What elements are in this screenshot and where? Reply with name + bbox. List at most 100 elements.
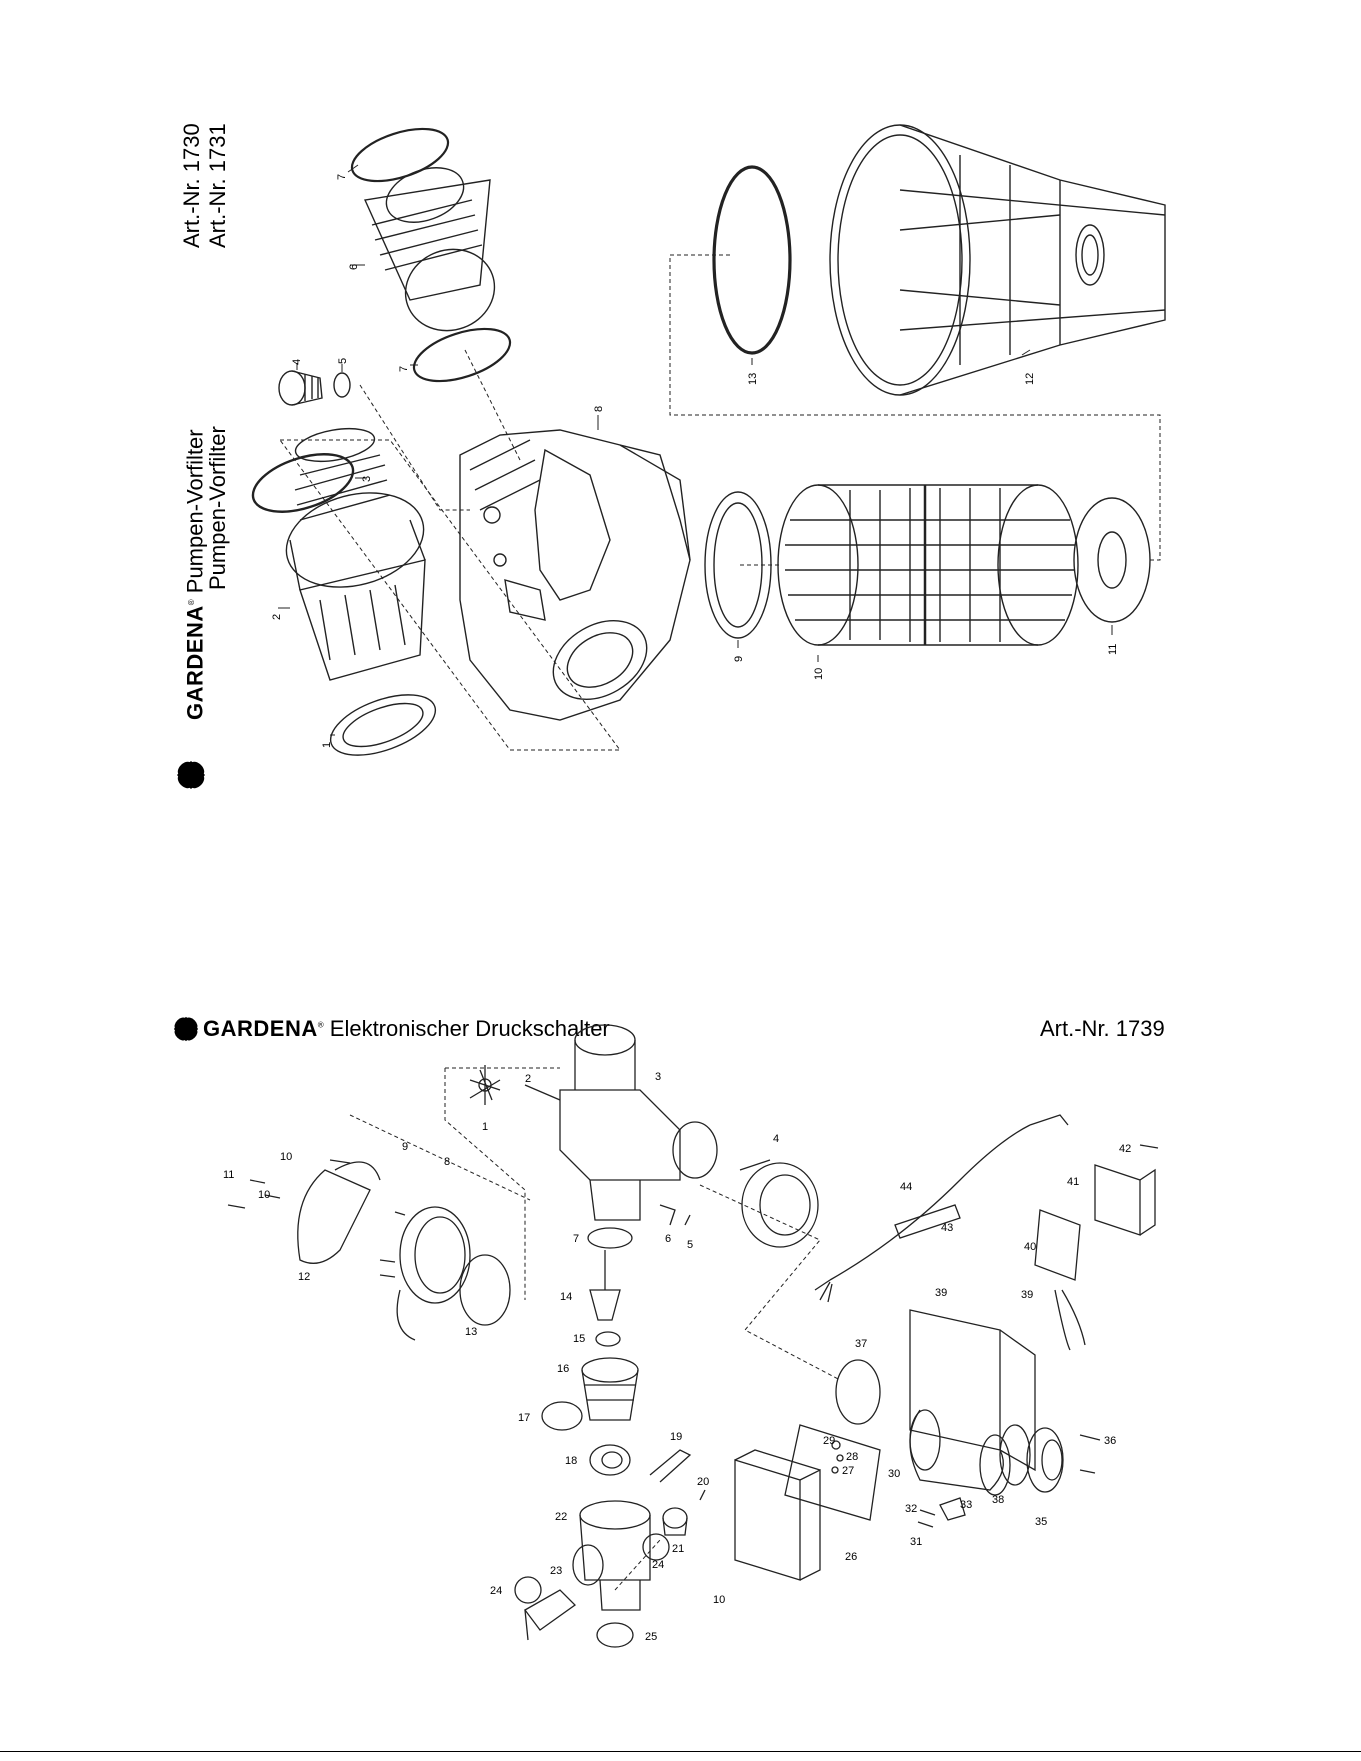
part-25-oring — [597, 1623, 633, 1647]
part-13-disc — [460, 1255, 510, 1325]
part-11-disc — [1074, 498, 1150, 622]
part-24-disc-a — [515, 1577, 541, 1603]
part-38-oring — [1000, 1425, 1030, 1485]
label-37: 37 — [855, 1338, 867, 1350]
label-1: 1 — [321, 742, 333, 748]
label-40: 40 — [1024, 1241, 1036, 1253]
part-22-body — [573, 1501, 650, 1610]
label-13: 13 — [465, 1326, 477, 1338]
part-3-oring — [246, 443, 360, 523]
part-6-nipple — [365, 158, 506, 343]
footer-rule — [0, 1751, 1361, 1752]
part-numbers-bottom: 1 2 3 4 5 6 7 8 9 10 10 10 11 12 13 14 1… — [223, 1071, 1131, 1643]
label-12: 12 — [298, 1271, 310, 1283]
part-18-nut — [590, 1445, 630, 1475]
label-1: 1 — [482, 1121, 488, 1133]
label-16: 16 — [557, 1363, 569, 1375]
label-28: 28 — [846, 1451, 858, 1463]
cable-left — [397, 1290, 415, 1340]
leader-lines — [278, 165, 1112, 735]
label-39b: 39 — [1021, 1289, 1033, 1301]
part-26-box — [735, 1450, 820, 1580]
part-15-oring — [596, 1332, 620, 1346]
label-9: 9 — [733, 656, 745, 662]
label-17: 17 — [518, 1412, 530, 1424]
label-41: 41 — [1067, 1176, 1079, 1188]
label-25: 25 — [645, 1631, 657, 1643]
part-23-handle — [525, 1590, 575, 1640]
label-15: 15 — [573, 1333, 585, 1345]
pump-prefilter-diagram: GARDENA® Pumpen-Vorfilter Pumpen-Vorfilt… — [0, 0, 1361, 780]
label-22: 22 — [555, 1511, 567, 1523]
part-8-housing — [460, 430, 690, 720]
label-2: 2 — [525, 1073, 531, 1085]
label-5: 5 — [687, 1239, 693, 1251]
label-33: 33 — [960, 1499, 972, 1511]
label-5: 5 — [337, 358, 349, 364]
label-24a: 24 — [490, 1585, 502, 1597]
label-31: 31 — [910, 1536, 922, 1548]
part-37-oring — [836, 1360, 880, 1424]
label-8: 8 — [444, 1156, 450, 1168]
part-14-valve — [590, 1250, 620, 1320]
label-11: 11 — [1107, 644, 1119, 655]
part-31-33 — [918, 1498, 965, 1527]
label-8: 8 — [593, 406, 605, 412]
part-5-screw — [685, 1215, 690, 1225]
label-10: 10 — [813, 668, 825, 680]
part-21-fitting — [663, 1508, 687, 1535]
part-42-screw — [1140, 1145, 1158, 1148]
prefilter-exploded-view: 1 2 3 4 5 6 7 7 8 9 10 11 12 13 — [0, 0, 1361, 780]
label-44: 44 — [900, 1181, 912, 1193]
part-17-oring — [542, 1402, 582, 1430]
label-23: 23 — [550, 1565, 562, 1577]
part-2-pin — [525, 1085, 560, 1100]
label-9: 9 — [402, 1141, 408, 1153]
label-10a: 10 — [280, 1151, 292, 1163]
label-36: 36 — [1104, 1435, 1116, 1447]
part-28 — [837, 1455, 843, 1461]
part-3-tee — [560, 1025, 717, 1220]
label-29: 29 — [823, 1435, 835, 1447]
part-24-disc-b — [643, 1534, 669, 1560]
label-4: 4 — [773, 1133, 779, 1145]
label-10b: 10 — [258, 1189, 270, 1201]
label-39a: 39 — [935, 1287, 947, 1299]
part-5-oring — [334, 373, 350, 397]
part-10-strainer — [778, 485, 1078, 645]
label-3: 3 — [361, 476, 373, 482]
label-6: 6 — [348, 264, 360, 270]
label-35: 35 — [1035, 1516, 1047, 1528]
label-19: 19 — [670, 1431, 682, 1443]
label-21: 21 — [672, 1543, 684, 1555]
part-12-bowl — [830, 125, 1165, 395]
label-14: 14 — [560, 1291, 572, 1303]
label-32: 32 — [905, 1503, 917, 1515]
part-39-wires — [1055, 1290, 1085, 1350]
part-41-switch — [1095, 1165, 1155, 1235]
label-30: 30 — [888, 1468, 900, 1480]
part-19-clip — [650, 1450, 690, 1482]
part-12-cover — [298, 1162, 380, 1263]
part-39-housing — [910, 1310, 1035, 1495]
label-4: 4 — [291, 359, 303, 365]
switch-exploded-view: 1 2 3 4 5 6 7 8 9 10 10 10 11 12 13 14 1… — [0, 1000, 1361, 1700]
part-4-ring — [740, 1160, 818, 1247]
part-2-coupling — [276, 423, 435, 680]
pressure-switch-diagram: GARDENA® Elektronischer Druckschalter Ar… — [0, 1000, 1361, 1700]
part-7-oring — [588, 1228, 632, 1248]
part-35-cap — [1027, 1428, 1063, 1492]
part-20-screw — [700, 1490, 705, 1500]
assembly-lines-bottom — [350, 1068, 840, 1590]
part-16-sleeve — [582, 1358, 638, 1420]
label-3: 3 — [655, 1071, 661, 1083]
label-12: 12 — [1024, 373, 1036, 385]
label-27: 27 — [842, 1465, 854, 1477]
label-26: 26 — [845, 1551, 857, 1563]
label-18: 18 — [565, 1455, 577, 1467]
label-2: 2 — [271, 614, 283, 620]
label-7a: 7 — [336, 174, 348, 180]
part-44-cable — [815, 1115, 1068, 1302]
label-13: 13 — [747, 373, 759, 385]
part-6-clip — [660, 1205, 675, 1225]
